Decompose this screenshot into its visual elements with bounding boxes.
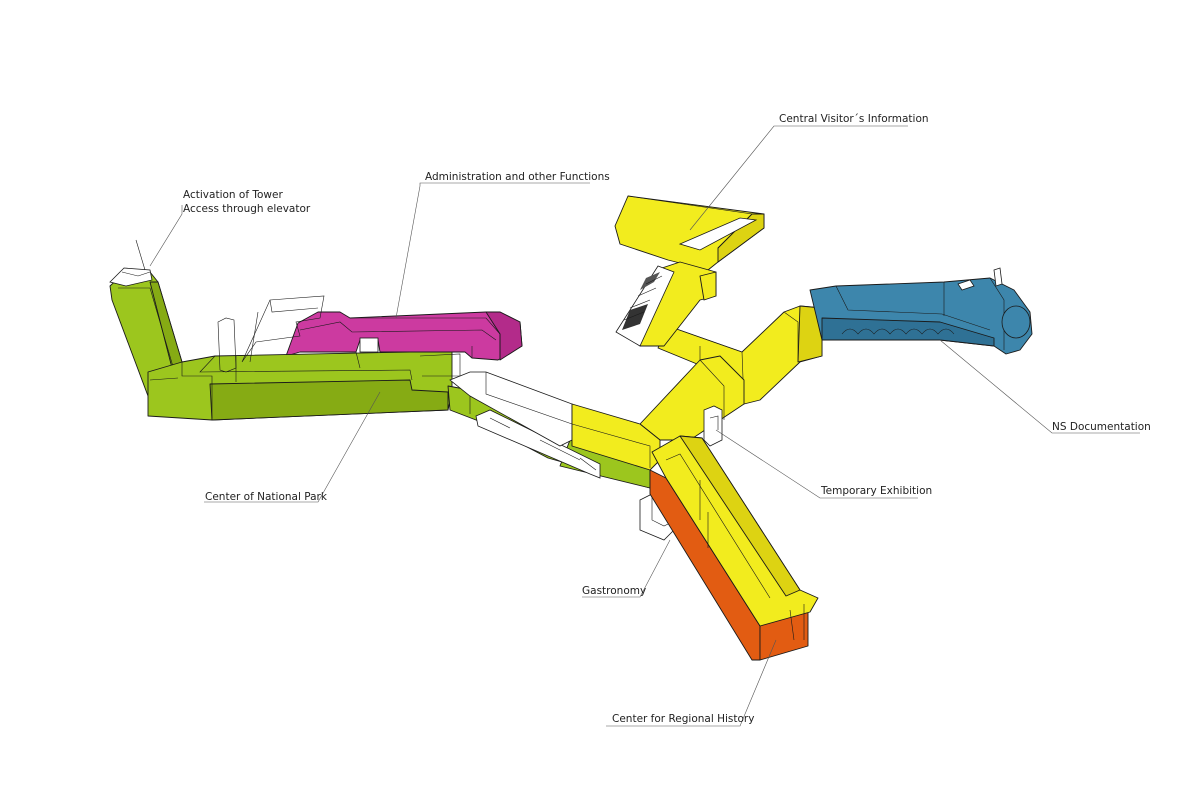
label-gastronomy: Gastronomy [582, 585, 646, 597]
label-tower-access: Access through elevator [183, 203, 311, 215]
visitor-info-pavilion [614, 195, 765, 347]
temporary-exhibition-wing [571, 305, 823, 471]
leader-administration [395, 182, 590, 319]
labels: Activation of Tower Access through eleva… [183, 113, 1151, 725]
leader-tower [149, 205, 183, 267]
leader-gastronomy [582, 539, 671, 598]
ns-documentation-wing [809, 267, 1033, 355]
label-tower-activation: Activation of Tower [183, 189, 283, 201]
label-temporary-exhibition: Temporary Exhibition [820, 485, 932, 497]
leader-temp-exhibition [715, 429, 918, 499]
leader-ns-doc [939, 339, 1140, 434]
leader-lines [149, 125, 1140, 727]
label-central-visitor-info: Central Visitor´s Information [779, 113, 929, 125]
administration-wing [285, 311, 523, 361]
regional-history-wing [649, 405, 819, 661]
leader-national-park [204, 391, 381, 503]
label-national-park: Center of National Park [205, 491, 328, 503]
label-ns-documentation: NS Documentation [1052, 421, 1151, 433]
leader-regional-history [606, 639, 777, 727]
leader-central-info [689, 125, 908, 231]
label-administration: Administration and other Functions [425, 171, 610, 183]
label-regional-history: Center for Regional History [612, 713, 754, 725]
